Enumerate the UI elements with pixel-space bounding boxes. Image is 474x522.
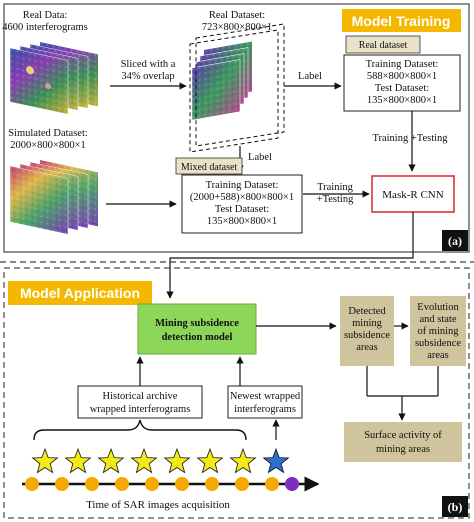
mixed-test-size: 135×800×800×1	[207, 216, 277, 227]
surface-line1: Surface activity of	[364, 430, 442, 441]
acquisition-dots	[25, 477, 299, 491]
surface-activity-box	[344, 422, 462, 462]
historical-brace	[33, 419, 247, 441]
archive-star	[31, 447, 59, 474]
label-mid: Label	[248, 152, 272, 163]
evolution-line5: areas	[427, 350, 449, 361]
real-data-title: Real Data:	[23, 10, 68, 21]
panel-b-corner	[442, 496, 468, 517]
newest-line2: interferograms	[234, 404, 296, 415]
real-dataset-title: Real Dataset:	[209, 10, 265, 21]
surface-line2: mining areas	[376, 444, 430, 455]
interferogram-stars	[31, 447, 290, 474]
historical-line1: Historical archive	[103, 391, 178, 402]
detected-line1: Detected	[348, 306, 386, 317]
evolution-line3: of mining	[417, 326, 459, 337]
real-test-label: Test Dataset:	[375, 83, 429, 94]
newest-box	[227, 385, 303, 419]
detected-areas-box	[340, 296, 394, 366]
acquisition-dot	[235, 477, 249, 491]
real-dataset-box	[343, 54, 461, 112]
dataset-outline-back	[189, 29, 279, 153]
real-dataset-tab	[345, 35, 421, 54]
model-training-badge	[342, 9, 461, 32]
mixed-dataset-tab	[175, 157, 243, 175]
simulated-interferogram-stack	[9, 160, 98, 235]
detection-model-line2: detection model	[162, 332, 233, 343]
model-training-title: Model Training	[352, 13, 451, 29]
detected-line2: mining	[352, 318, 383, 329]
training-testing-right: Training +Testing	[372, 133, 448, 144]
mask-rcnn-label: Mask-R CNN	[382, 189, 443, 201]
arrow-mask-to-application	[166, 212, 414, 299]
simulated-size: 2000×800×800×1	[10, 140, 86, 151]
archive-star	[163, 447, 191, 474]
mixed-dataset-tab-label: Mixed dataset	[181, 162, 238, 173]
evolution-line1: Evolution	[417, 302, 459, 313]
archive-star	[97, 447, 125, 474]
training-testing-mid-1: Training	[317, 182, 354, 193]
panel-b-frame	[3, 267, 470, 519]
sliced-patch-stack	[191, 41, 252, 121]
newest-line1: Newest wrapped	[230, 391, 301, 402]
historical-archive-box	[77, 385, 203, 419]
dataset-outline-front	[195, 23, 285, 147]
panel-b-corner-label: (b)	[448, 500, 463, 514]
detected-line4: areas	[356, 342, 378, 353]
acquisition-dot	[175, 477, 189, 491]
evolution-line4: subsidence	[415, 338, 461, 349]
archive-star	[229, 447, 257, 474]
panel-model-training: Model Training Real Data: 4600 interfero…	[2, 3, 470, 253]
archive-star	[196, 447, 224, 474]
timeline-label: Time of SAR images acquisition	[86, 499, 230, 511]
acquisition-dot	[115, 477, 129, 491]
real-data-count: 4600 interferograms	[2, 22, 87, 33]
real-train-size: 588×800×800×1	[367, 71, 437, 82]
simulated-title: Simulated Dataset:	[8, 128, 88, 139]
mixed-train-size: (2000+588)×800×800×1	[190, 192, 294, 203]
acquisition-dot	[25, 477, 39, 491]
detection-model-box	[137, 303, 257, 355]
mixed-train-label: Training Dataset:	[206, 180, 279, 191]
mixed-dataset-box	[181, 174, 303, 234]
panel-a-corner	[442, 230, 468, 251]
training-testing-mid-2: +Testing	[317, 194, 354, 205]
panel-a-corner-label: (a)	[448, 234, 462, 248]
mixed-test-label: Test Dataset:	[215, 204, 269, 215]
newest-star	[262, 447, 290, 474]
sliced-label-1: Sliced with a	[121, 59, 176, 70]
evolution-line2: and state	[419, 314, 456, 325]
label-top: Label	[298, 71, 322, 82]
model-application-badge	[8, 281, 152, 305]
real-dataset-size: 723×800×800×1	[202, 22, 272, 33]
acquisition-dot	[85, 477, 99, 491]
evolution-box	[410, 296, 466, 366]
archive-star	[64, 447, 92, 474]
sliced-label-2: 34% overlap	[121, 71, 174, 82]
acquisition-dot	[265, 477, 279, 491]
detected-line3: subsidence	[344, 330, 390, 341]
panel-a-frame	[3, 3, 470, 253]
acquisition-dot	[205, 477, 219, 491]
acquisition-dot	[55, 477, 69, 491]
real-dataset-tab-label: Real dataset	[359, 40, 408, 51]
mask-rcnn-box	[371, 175, 455, 213]
real-interferogram-stack	[9, 42, 98, 115]
model-application-title: Model Application	[20, 285, 140, 301]
future-acquisition-dot	[285, 477, 299, 491]
archive-star	[130, 447, 158, 474]
historical-line2: wrapped interferograms	[90, 404, 191, 415]
real-train-label: Training Dataset:	[366, 59, 439, 70]
real-test-size: 135×800×800×1	[367, 95, 437, 106]
panel-model-application: Model Application Mining subsidence dete…	[3, 267, 470, 519]
acquisition-dot	[145, 477, 159, 491]
detection-model-line1: Mining subsidence	[155, 318, 239, 329]
